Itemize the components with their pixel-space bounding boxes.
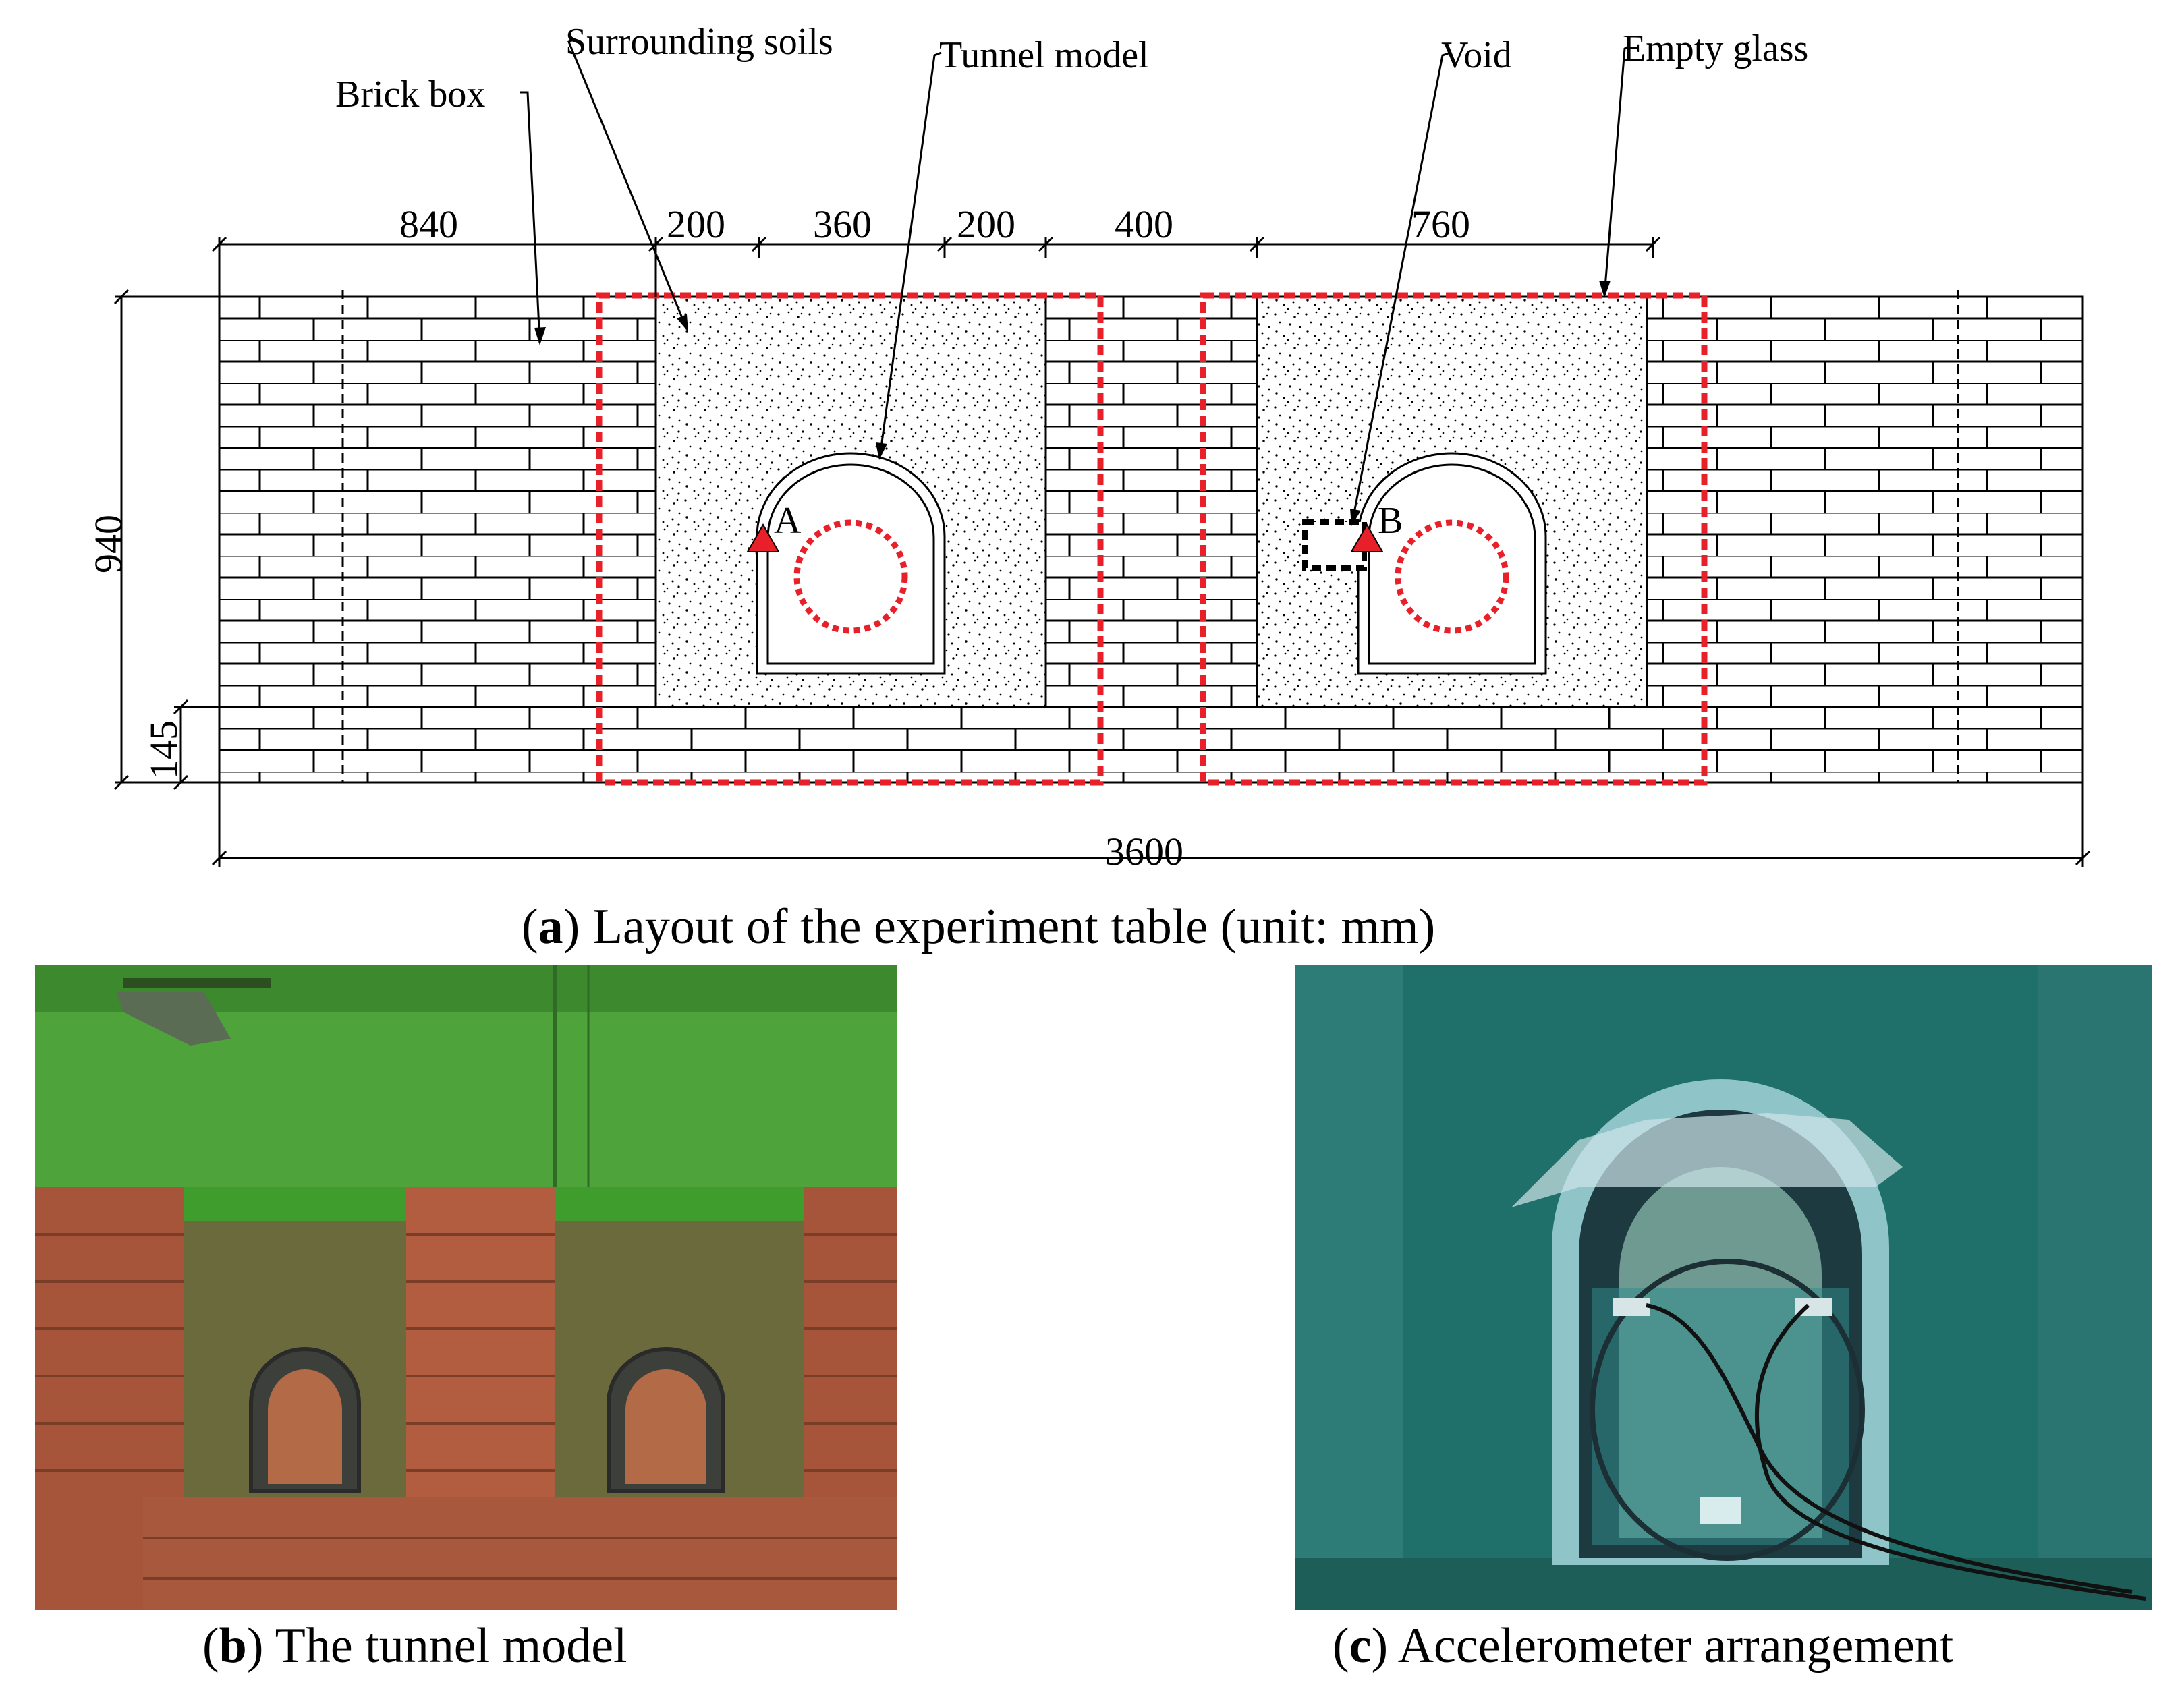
marker-a <box>746 523 780 552</box>
photo-tunnel-model <box>35 965 897 1610</box>
dim-940: 940 <box>86 515 130 573</box>
dim-360: 360 <box>813 202 872 246</box>
empty-glass-right <box>1200 292 1708 786</box>
top-dimension-line <box>211 236 1661 297</box>
dim-200-right: 200 <box>957 202 1015 246</box>
dim-200-left: 200 <box>667 202 725 246</box>
caption-b-text: The tunnel model <box>263 1618 627 1674</box>
point-label-b: B <box>1378 500 1403 542</box>
label-void: Void <box>1441 34 1512 76</box>
label-tunnel-model: Tunnel model <box>939 34 1149 76</box>
dim-760: 760 <box>1411 202 1470 246</box>
caption-a: (a) Layout of the experiment table (unit… <box>522 899 1436 954</box>
photo-accelerometer-arrangement <box>1295 965 2152 1610</box>
tunnel-model-left-inner <box>766 463 935 665</box>
dim-840: 840 <box>399 202 458 246</box>
point-label-a: A <box>774 500 802 542</box>
left-dimension-lines <box>113 289 219 791</box>
label-surrounding-soils: Surrounding soils <box>565 21 833 63</box>
callout-leaders <box>520 38 1630 524</box>
photo-b-drawing <box>35 965 897 1610</box>
photo-c-drawing <box>1295 965 2152 1610</box>
caption-a-letter: a <box>538 899 563 954</box>
tunnel-section-circle-right <box>1395 519 1509 634</box>
tunnel-section-circle-left <box>793 519 908 634</box>
caption-b-letter: b <box>219 1618 247 1674</box>
layout-diagram: A B 840 200 360 200 400 760 940 145 <box>86 21 2091 874</box>
marker-b <box>1350 523 1384 552</box>
label-brick-box: Brick box <box>335 74 485 115</box>
caption-b: (b) The tunnel model <box>202 1618 627 1674</box>
empty-glass-left <box>596 292 1104 786</box>
tunnel-model-right-inner <box>1368 463 1536 665</box>
brick-box <box>218 295 2084 784</box>
caption-a-text: Layout of the experiment table (unit: mm… <box>580 899 1436 954</box>
caption-c-letter: c <box>1349 1618 1372 1674</box>
bottom-dimension-line <box>211 782 2091 867</box>
label-empty-glass: Empty glass <box>1623 28 1808 69</box>
caption-c: (c) Accelerometer arrangement <box>1333 1618 1954 1674</box>
caption-c-text: Accelerometer arrangement <box>1388 1618 1954 1674</box>
callout-arrowheads <box>534 281 1611 526</box>
dim-3600: 3600 <box>1105 830 1183 874</box>
dim-145: 145 <box>142 720 186 779</box>
dim-400: 400 <box>1115 202 1173 246</box>
